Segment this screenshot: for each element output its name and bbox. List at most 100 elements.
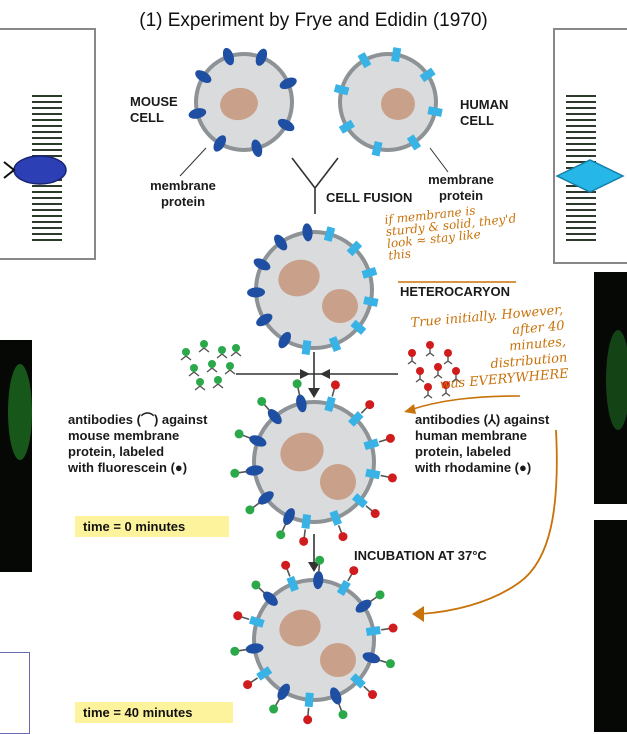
mouse-membrane-protein [277, 118, 295, 132]
mixed-cell-nucleus-b [320, 643, 356, 677]
fluorescein-antibody-dye [375, 590, 385, 600]
rhodamine-antibody-dye [349, 566, 359, 576]
mouse-membrane-protein [313, 571, 324, 590]
mouse-membrane-protein [302, 223, 313, 242]
human-membrane-protein [301, 514, 312, 529]
free-antibody-stem [230, 351, 242, 357]
pointer-line-left [179, 147, 207, 177]
mouse-membrane-protein [255, 48, 268, 66]
heterocaryon-nucleus-a [278, 259, 320, 297]
human-membrane-protein [361, 266, 378, 279]
human-membrane-protein [391, 47, 402, 63]
human-membrane-protein [324, 396, 336, 413]
free-rhodamine-antibody [426, 341, 434, 349]
antibodies-human-label: antibodies (⅄) against human membrane pr… [415, 412, 550, 475]
free-antibody-stem [188, 371, 200, 377]
human-membrane-protein [419, 67, 436, 83]
mouse-membrane-protein [330, 687, 342, 705]
right-membrane-panel [553, 28, 627, 264]
mouse-cell [188, 47, 297, 158]
labeled-cell-time-0 [230, 379, 397, 546]
mouse-membrane-protein [256, 313, 273, 327]
mouse-membrane-protein [253, 258, 271, 271]
arrow-head-1 [308, 388, 320, 398]
human-membrane-protein [333, 84, 350, 96]
rhodamine-antibody-dye [330, 380, 340, 390]
mouse-membrane-protein [283, 508, 295, 526]
free-antibody-stem [224, 369, 236, 375]
human-membrane-protein [351, 493, 368, 509]
rhodamine-antibody-dye [243, 680, 253, 690]
rhodamine-antibody-dye [385, 433, 395, 443]
free-fluorescein-antibody [196, 378, 204, 386]
human-membrane-protein [329, 509, 343, 526]
free-fluorescein-antibody [226, 362, 234, 370]
mouse-membrane-protein [195, 70, 212, 83]
rhodamine-antibody-dye [303, 715, 313, 725]
fluorescein-antibody-dye [230, 646, 240, 656]
free-rhodamine-antibody [416, 367, 424, 375]
human-membrane-protein [328, 336, 342, 353]
rhodamine-antibody-dye [299, 536, 309, 546]
free-rhodamine-antibody [442, 381, 450, 389]
mouse-cell-label: MOUSE CELL [130, 94, 178, 125]
fluorescein-antibody-dye [338, 710, 348, 720]
fluorescein-antibody-dye [292, 379, 302, 389]
incubation-label: INCUBATION AT 37°C [354, 548, 487, 563]
mouse-membrane-protein [222, 47, 235, 66]
right-micrograph-bottom [594, 520, 627, 732]
mixed-cell-nucleus-a [279, 609, 321, 647]
pointer-line-right [429, 147, 449, 173]
time-forty-box: time = 40 minutes [75, 702, 233, 723]
left-micrograph-glow [8, 364, 32, 460]
rhodamine-antibody-dye [281, 560, 291, 570]
mouse-membrane-protein [278, 331, 291, 349]
fluorescein-antibody-dye [315, 555, 325, 565]
free-fluorescein-antibody [182, 348, 190, 356]
mouse-membrane-protein [267, 409, 282, 425]
human-membrane-protein [365, 468, 381, 480]
mouse-membrane-protein [213, 135, 227, 152]
heterocaryon-cell [247, 223, 379, 355]
human-membrane-protein [365, 626, 381, 637]
right-panel-protein-diamond [555, 159, 625, 193]
human-membrane-protein [363, 438, 380, 451]
handwritten-arrowhead-1 [404, 404, 416, 414]
mouse-nucleus [220, 87, 258, 121]
labeled-cell-nucleus-a [280, 432, 324, 472]
mouse-membrane-protein [249, 435, 267, 447]
free-antibody-stem [194, 385, 206, 391]
free-antibody-stem [216, 353, 228, 359]
membrane-protein-left-label: membrane protein [150, 178, 216, 209]
arrow-head-right-feed [320, 369, 330, 379]
arrow-head-left-feed [300, 369, 310, 379]
human-membrane-protein [304, 692, 314, 708]
free-antibody-stem [212, 383, 224, 389]
free-fluorescein-antibody [190, 364, 198, 372]
free-rhodamine-antibody [452, 367, 460, 375]
human-nucleus [381, 88, 415, 120]
fluorescein-antibody-dye [234, 429, 244, 439]
rhodamine-antibody-dye [338, 532, 348, 542]
membrane-protein-right-label: membrane protein [428, 172, 494, 203]
heterocaryon-label: HETEROCARYON [400, 284, 511, 299]
human-membrane-protein [346, 240, 363, 257]
fluorescein-antibody-dye [276, 530, 286, 540]
human-membrane-protein [301, 340, 312, 355]
free-rhodamine-antibody [434, 363, 442, 371]
mouse-membrane-protein [245, 465, 264, 476]
human-membrane-protein [363, 296, 379, 307]
arrow-head-2 [308, 562, 320, 572]
free-rhodamine-antibody [444, 349, 452, 357]
human-membrane-protein [248, 615, 265, 628]
human-membrane-protein [357, 52, 372, 69]
free-antibody-stem [198, 347, 210, 353]
free-fluorescein-antibody [200, 340, 208, 348]
left-bilayer [3, 95, 67, 241]
handwritten-arrowhead-2 [412, 606, 424, 622]
right-micrograph-glow [606, 330, 627, 430]
human-membrane-protein [350, 319, 367, 335]
mouse-membrane-protein [258, 491, 274, 505]
mouse-membrane-protein [247, 287, 266, 298]
